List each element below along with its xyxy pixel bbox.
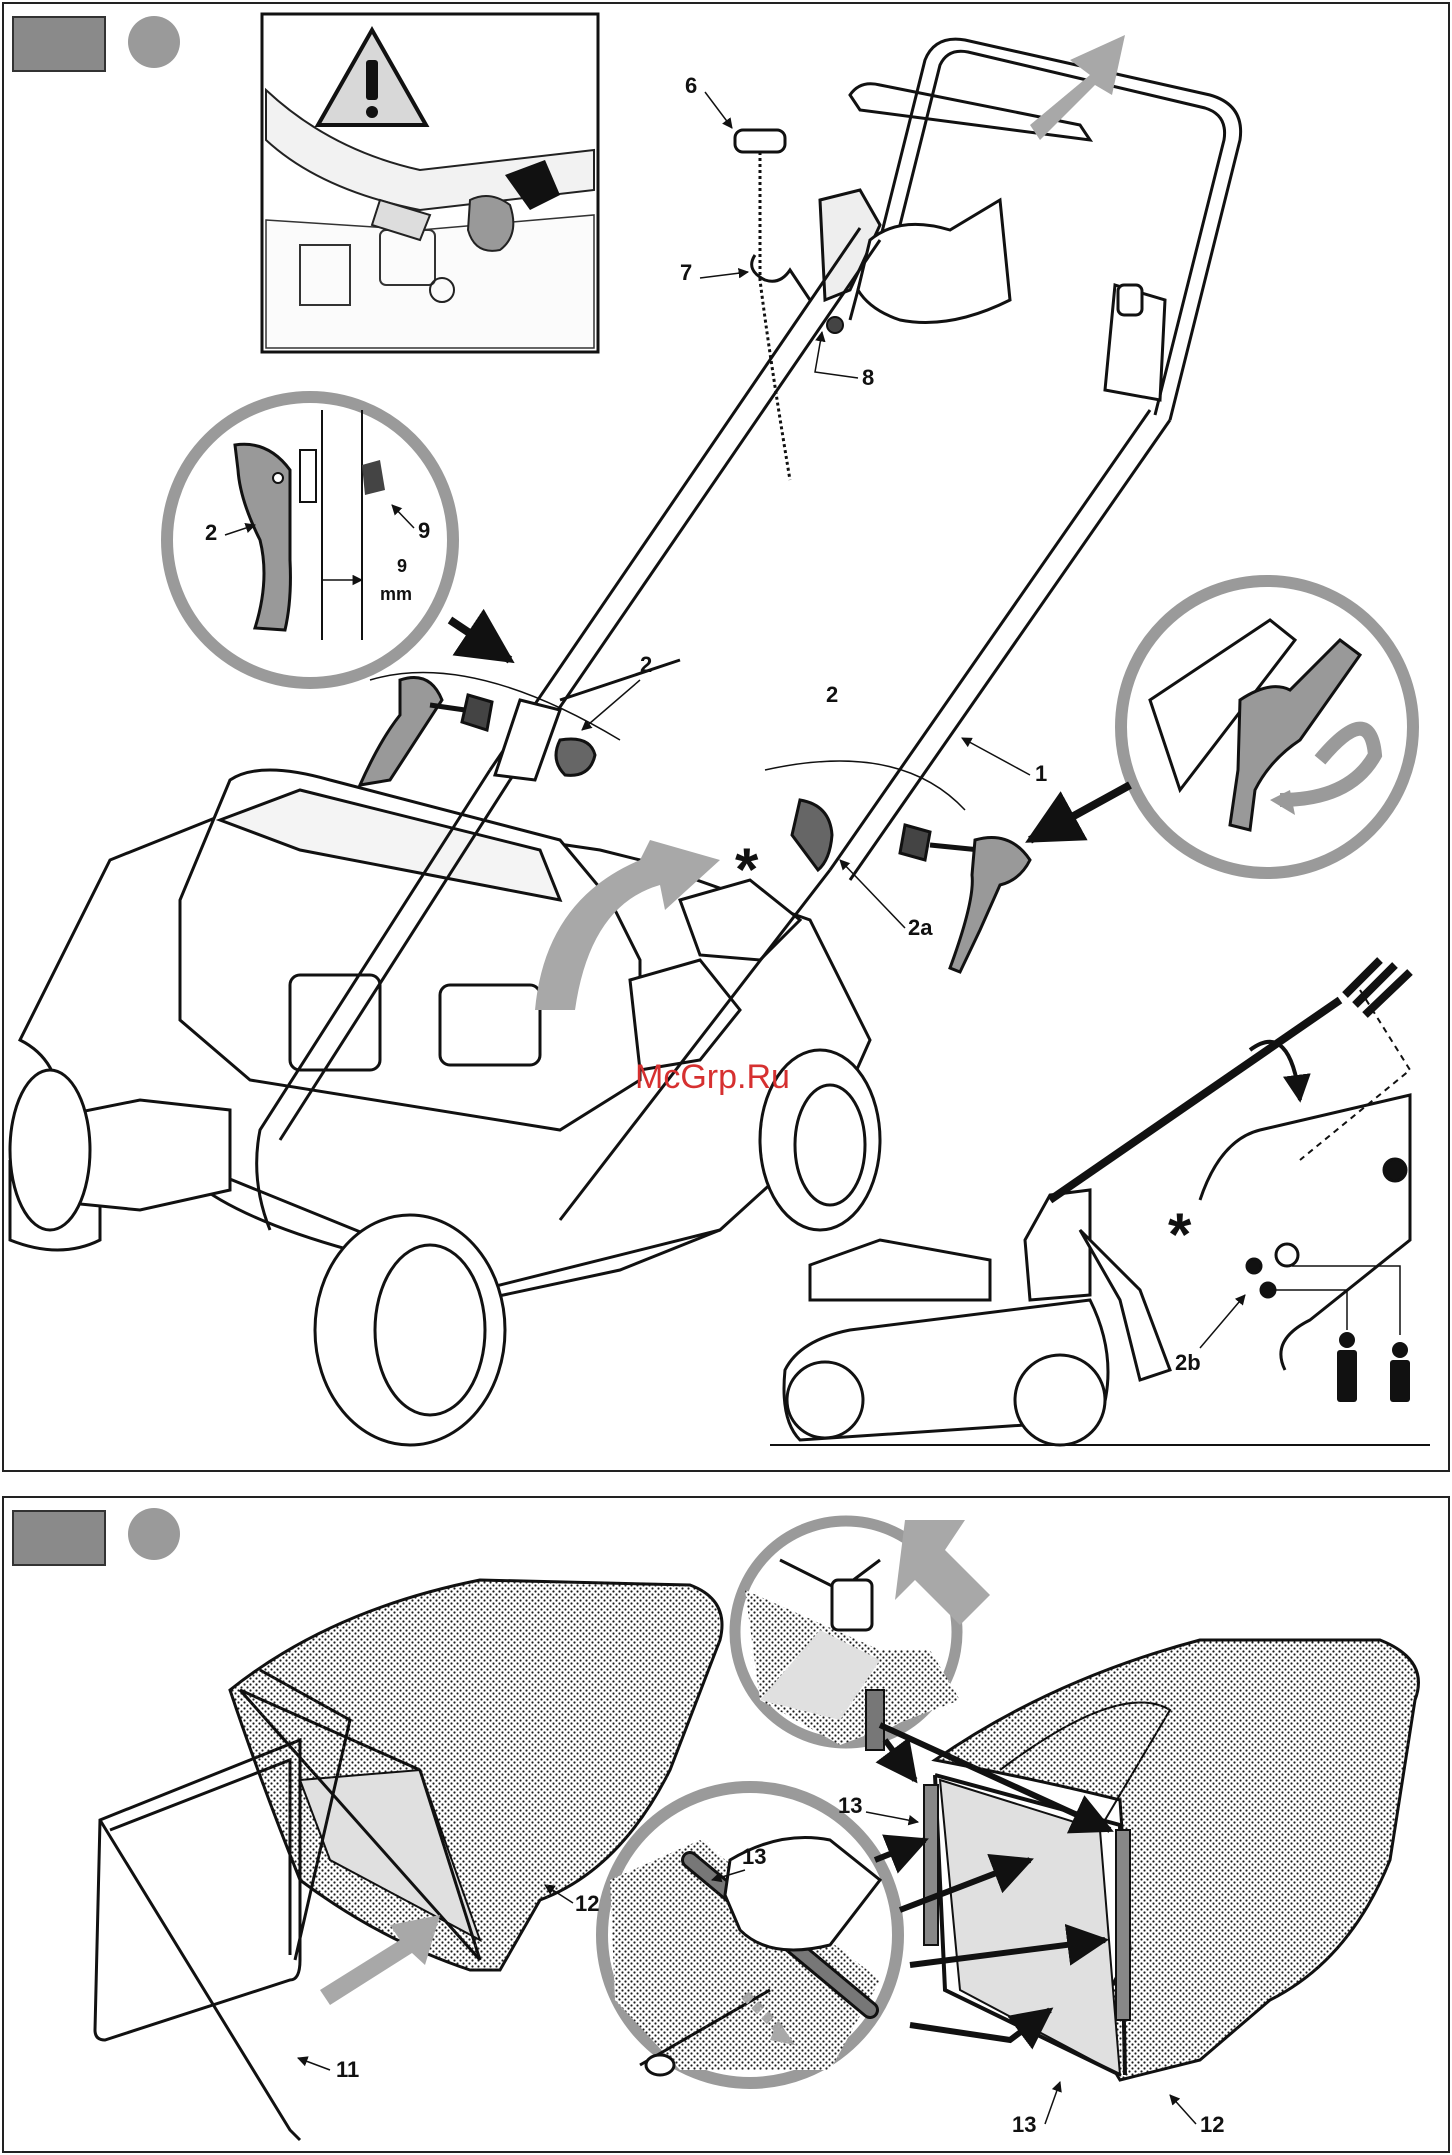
asterisk-inset: * <box>1168 1201 1192 1268</box>
label-11: 11 <box>336 2057 359 2082</box>
callout-lever-right <box>1121 581 1413 873</box>
watermark: McGrp.Ru <box>635 1058 790 1096</box>
label-2-circle: 2 <box>205 520 217 545</box>
warning-inset <box>262 14 598 352</box>
label-13-bottom: 13 <box>1012 2112 1036 2137</box>
label-12-right: 12 <box>1200 2112 1224 2137</box>
swing-arc-right <box>765 761 965 810</box>
label-2-right: 2 <box>826 682 838 707</box>
label-2b: 2b <box>1175 1350 1201 1375</box>
label-2a: 2a <box>908 915 933 940</box>
grass-bag-right <box>924 1640 1418 2080</box>
label-8: 8 <box>862 365 874 390</box>
label-1: 1 <box>1035 761 1047 786</box>
label-12-left: 12 <box>575 1891 599 1916</box>
clamp-lever-right <box>792 800 1030 972</box>
label-13-top: 13 <box>838 1793 862 1818</box>
label-9: 9 <box>418 518 430 543</box>
label-6: 6 <box>685 73 697 98</box>
label-9mm-value: 9 <box>397 556 407 576</box>
arrow-callout-right <box>1030 785 1130 840</box>
label-9mm-unit: mm <box>380 584 412 604</box>
label-7: 7 <box>680 260 692 285</box>
handle-height-inset <box>770 960 1430 1445</box>
cable-lever <box>735 130 1010 480</box>
clamp-lever-left <box>360 678 595 786</box>
label-2-left: 2 <box>640 652 652 677</box>
label-13-circle: 13 <box>742 1844 766 1869</box>
asterisk-mower: * <box>735 836 759 903</box>
arrow-callout-left <box>450 620 510 660</box>
person-icons <box>1337 1332 1410 1402</box>
callout-insert-rod <box>602 1787 898 2083</box>
control-box-right <box>1105 285 1165 400</box>
